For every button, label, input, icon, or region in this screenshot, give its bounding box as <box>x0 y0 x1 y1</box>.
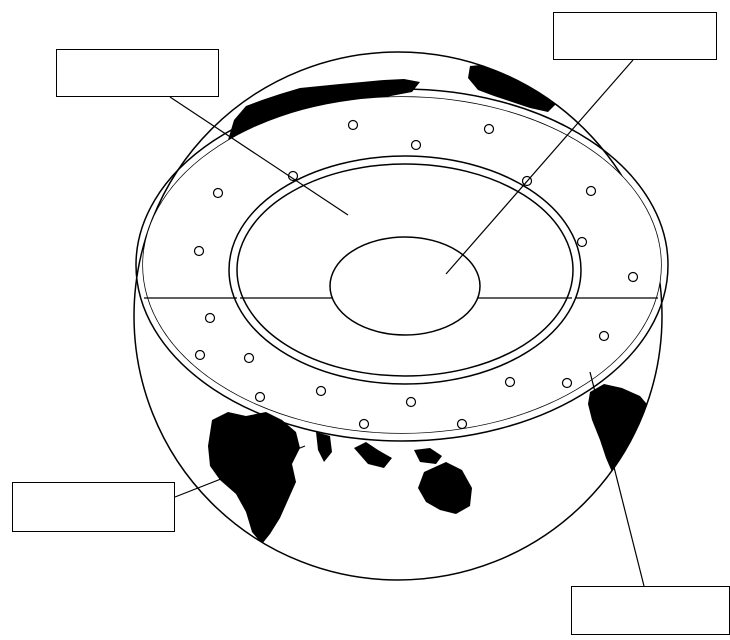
convection-dot <box>196 351 205 360</box>
label-box-top-left[interactable] <box>56 49 219 97</box>
convection-dot <box>578 238 587 247</box>
convection-dot <box>214 189 223 198</box>
convection-dot <box>206 314 215 323</box>
convection-dot <box>485 125 494 134</box>
convection-dot <box>195 247 204 256</box>
convection-dot <box>407 398 416 407</box>
convection-dot <box>506 378 515 387</box>
convection-dot <box>256 393 265 402</box>
label-box-bottom-right[interactable] <box>571 586 730 635</box>
convection-dot <box>458 420 467 429</box>
label-box-top-right[interactable] <box>553 12 717 60</box>
convection-dot <box>629 273 638 282</box>
convection-dot <box>317 387 326 396</box>
convection-dot <box>587 187 596 196</box>
inner-core <box>330 237 480 335</box>
convection-dot <box>360 420 369 429</box>
convection-dot <box>412 141 421 150</box>
convection-dot <box>245 354 254 363</box>
convection-dot <box>349 121 358 130</box>
convection-dot <box>563 379 572 388</box>
label-box-bottom-left[interactable] <box>12 482 175 532</box>
convection-dot <box>600 332 609 341</box>
